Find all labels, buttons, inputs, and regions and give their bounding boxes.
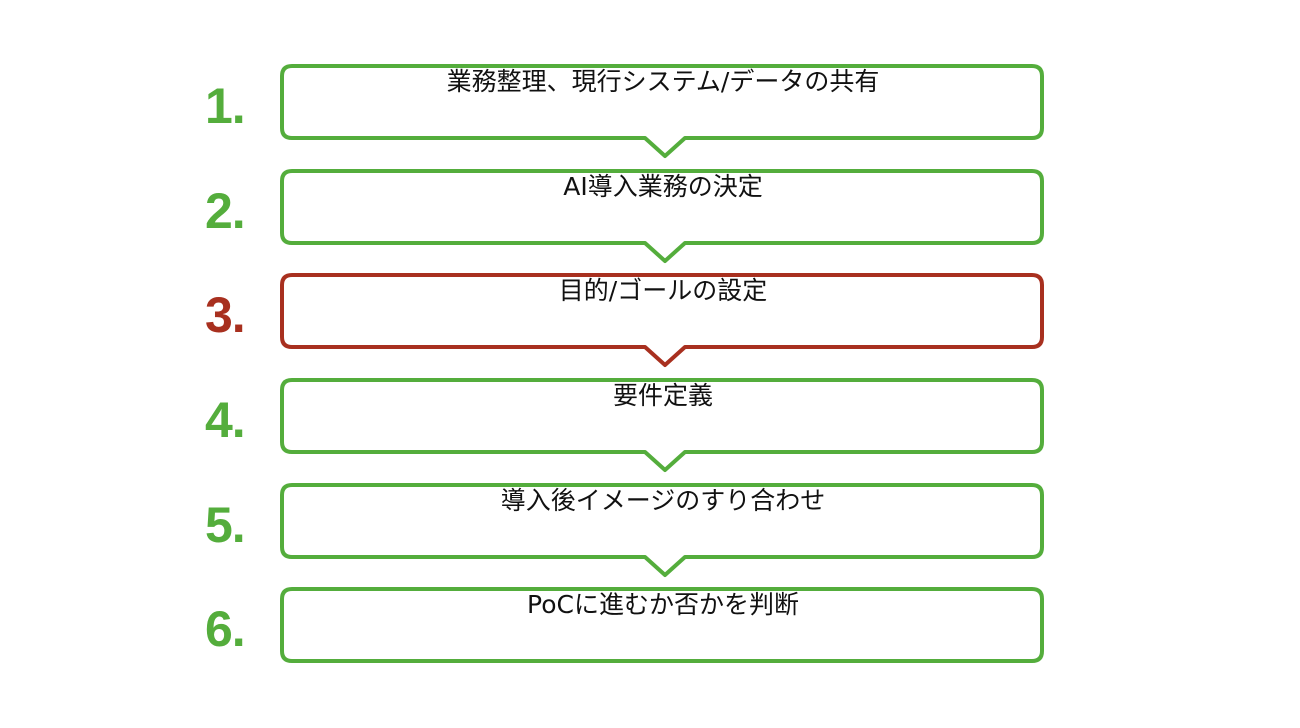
step-number: 6. bbox=[205, 601, 246, 657]
step-label: 業務整理、現行システム/データの共有 bbox=[446, 67, 880, 96]
step-box bbox=[280, 587, 1044, 663]
step-number: 3. bbox=[205, 287, 246, 343]
step-2: 2. AI導入業務の決定 bbox=[0, 169, 1300, 263]
step-box bbox=[280, 378, 1044, 472]
step-box-outline bbox=[280, 483, 1044, 577]
step-box bbox=[280, 64, 1044, 158]
step-5: 5. 導入後イメージのすり合わせ bbox=[0, 483, 1300, 577]
step-6: 6. PoCに進むか否かを判断 bbox=[0, 587, 1300, 677]
step-box-outline bbox=[280, 273, 1044, 367]
step-1: 1. 業務整理、現行システム/データの共有 bbox=[0, 64, 1300, 158]
step-number: 1. bbox=[205, 78, 246, 134]
step-label: AI導入業務の決定 bbox=[563, 172, 763, 201]
step-4: 4. 要件定義 bbox=[0, 378, 1300, 472]
step-box-outline bbox=[280, 587, 1044, 663]
step-number: 2. bbox=[205, 183, 246, 239]
step-box-outline bbox=[280, 64, 1044, 158]
step-label: 導入後イメージのすり合わせ bbox=[500, 486, 826, 515]
step-label: 要件定義 bbox=[612, 381, 713, 410]
step-box bbox=[280, 273, 1044, 367]
step-box bbox=[280, 483, 1044, 577]
step-box-outline bbox=[280, 378, 1044, 472]
step-number: 4. bbox=[205, 392, 246, 448]
step-label: PoCに進むか否かを判断 bbox=[527, 590, 799, 619]
step-box-outline bbox=[280, 169, 1044, 263]
step-number: 5. bbox=[205, 497, 246, 553]
step-3: 3. 目的/ゴールの設定 bbox=[0, 273, 1300, 367]
step-label: 目的/ゴールの設定 bbox=[558, 276, 768, 305]
step-box bbox=[280, 169, 1044, 263]
